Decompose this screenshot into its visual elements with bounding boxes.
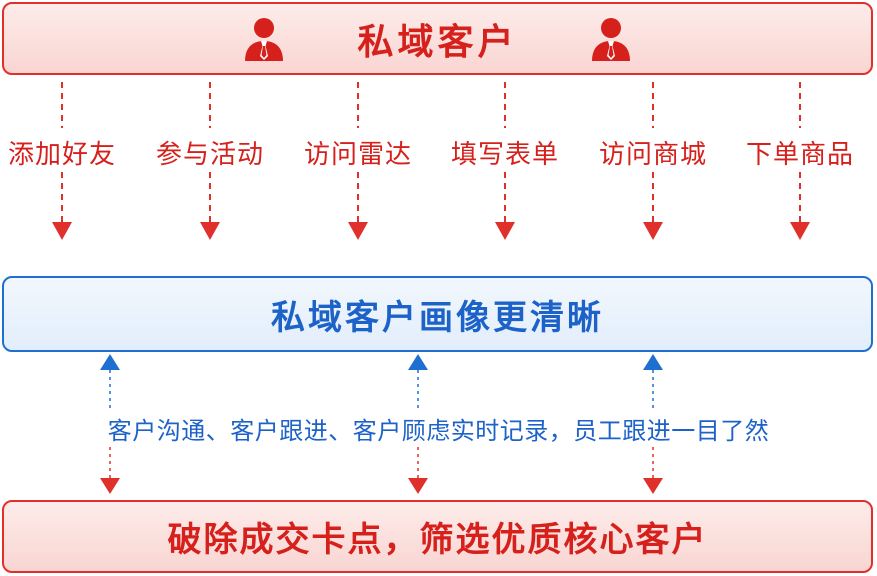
action-label-visit-radar: 访问雷达 — [303, 140, 412, 170]
person-icon — [590, 17, 632, 61]
action-label-add-friend: 添加好友 — [7, 140, 116, 170]
detail-description: 客户沟通、客户跟进、客户顾虑实时记录，员工跟进一目了然 — [0, 411, 877, 446]
middle-box-customer-profile: 私域客户画像更清晰 — [2, 276, 873, 352]
top-box-title: 私域客户 — [357, 21, 518, 63]
middle-box-title: 私域客户画像更清晰 — [271, 297, 604, 338]
action-label-fill-form: 填写表单 — [450, 140, 559, 170]
action-label-place-order: 下单商品 — [745, 140, 854, 170]
bottom-box-title: 破除成交卡点，筛选优质核心客户 — [167, 520, 708, 560]
action-label-visit-mall: 访问商城 — [598, 140, 707, 170]
detail-text: 客户沟通、客户跟进、客户顾虑实时记录，员工跟进一目了然 — [105, 417, 772, 445]
top-box-private-customers: 私域客户 — [2, 2, 873, 75]
action-label-join-activity: 参与活动 — [155, 140, 264, 170]
person-icon — [243, 17, 285, 61]
bottom-box-conversion: 破除成交卡点，筛选优质核心客户 — [2, 500, 873, 573]
